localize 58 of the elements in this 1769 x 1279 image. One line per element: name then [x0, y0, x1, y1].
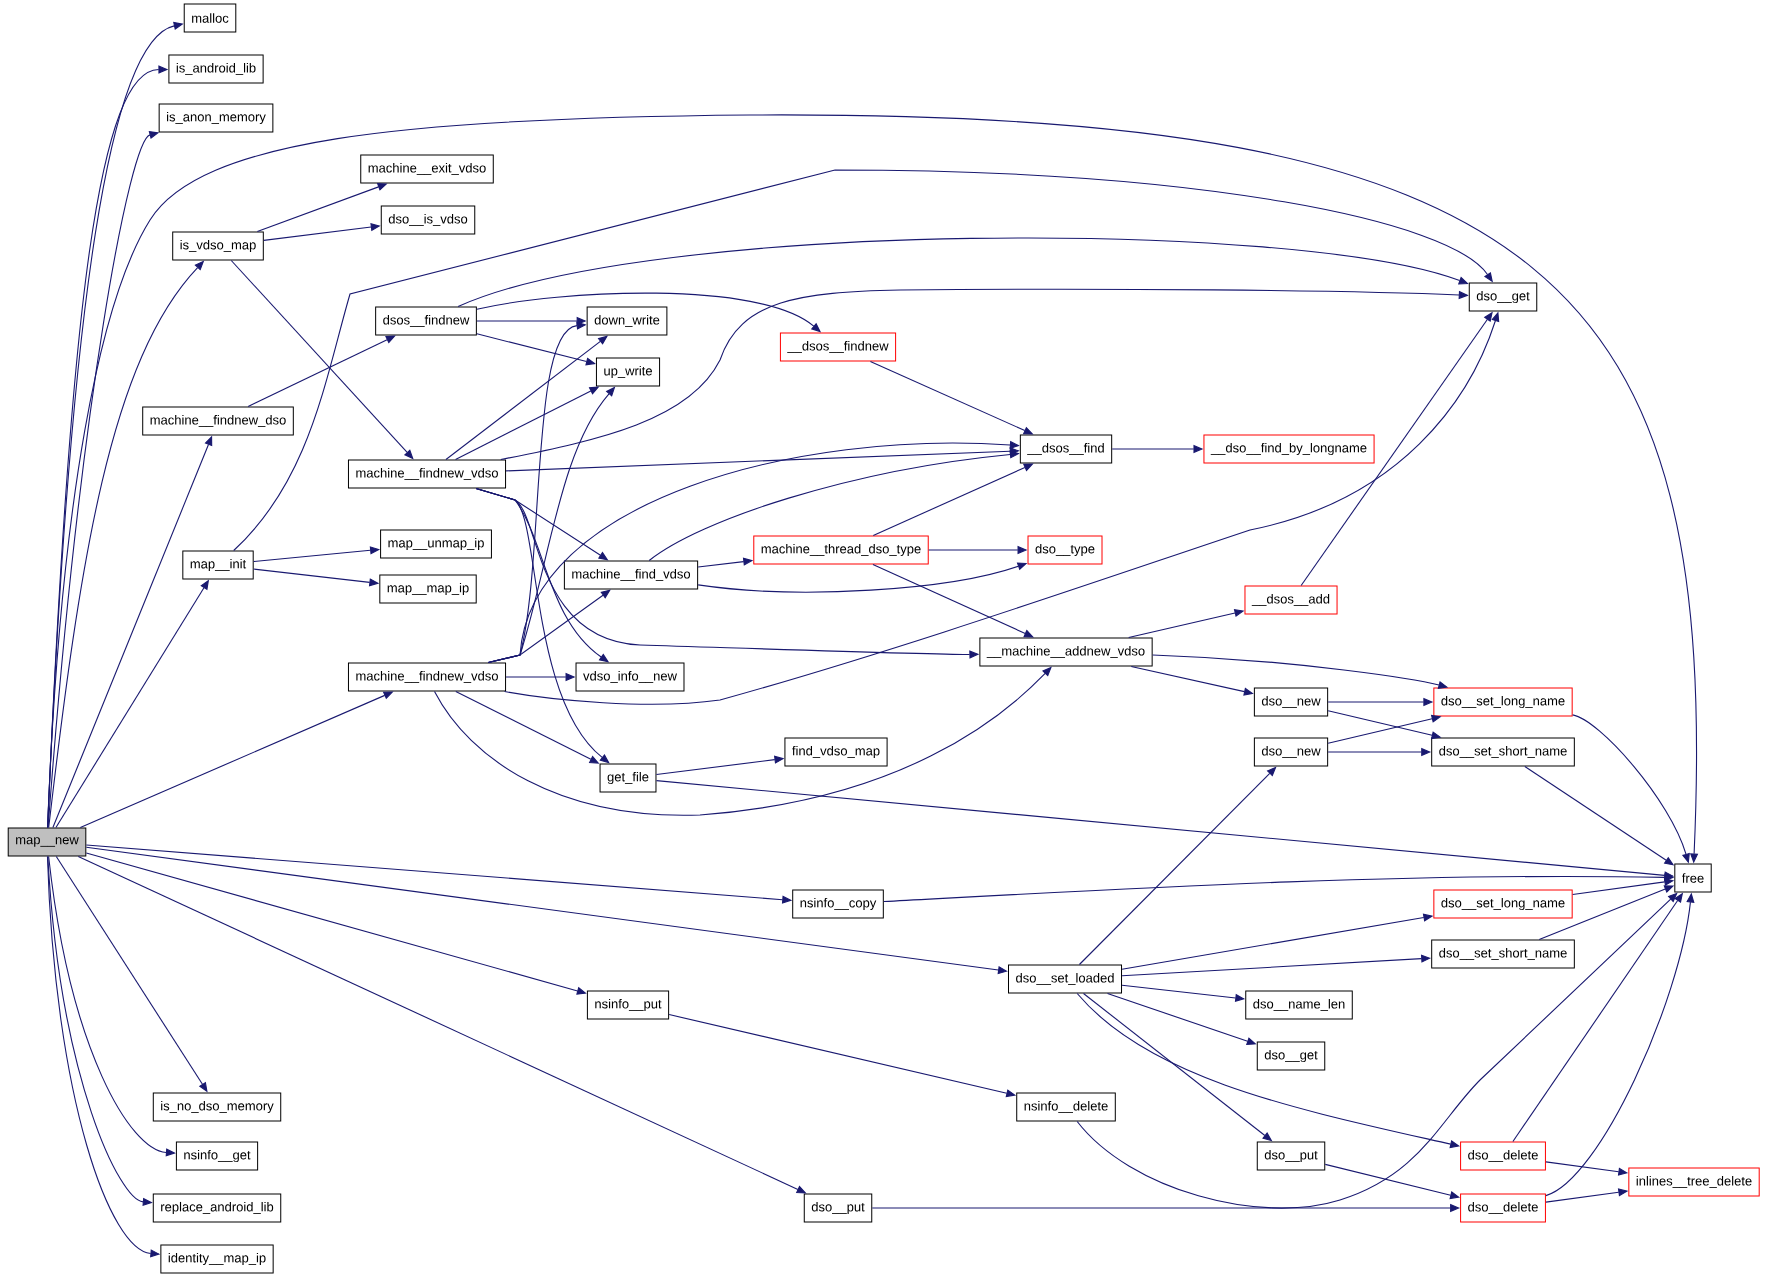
arrow — [1076, 892, 1678, 1209]
function-box: free — [1674, 863, 1712, 893]
function-box: dso__put — [1256, 1141, 1326, 1171]
function-box: machine__findnew_dso — [142, 406, 294, 436]
function-box: machine__findnew_vdso — [347, 459, 507, 489]
function-box: nsinfo__copy — [792, 889, 884, 919]
function-box: map__unmap_ip — [380, 529, 492, 559]
function-box: dso__set_long_name — [1433, 687, 1573, 717]
function-box: inlines__tree_delete — [1628, 1167, 1760, 1197]
function-box: replace_android_lib — [152, 1193, 282, 1223]
function-box: machine__exit_vdso — [360, 154, 494, 184]
function-box: __dsos__add — [1244, 585, 1338, 615]
function-box: is_anon_memory — [158, 103, 274, 133]
function-box: identity__map_ip — [160, 1244, 274, 1274]
function-box: dso__is_vdso — [380, 205, 476, 235]
function-box: dso__type — [1027, 535, 1103, 565]
function-box: nsinfo__get — [175, 1141, 259, 1171]
function-box: dso__set_long_name — [1433, 889, 1573, 919]
function-box: down_write — [586, 306, 668, 336]
arrow — [247, 335, 396, 408]
function-box: __machine__addnew_vdso — [979, 637, 1153, 667]
function-box: machine__findnew_vdso — [347, 662, 507, 692]
function-box: __dsos__find — [1019, 434, 1113, 464]
function-box: dso__delete — [1460, 1193, 1546, 1223]
function-box: is_vdso_map — [172, 231, 264, 261]
function-box: vdso_info__new — [575, 662, 685, 692]
arrow — [233, 169, 1493, 552]
function-box: __dso__find_by_longname — [1203, 434, 1375, 464]
arrow — [487, 589, 611, 664]
function-box: map__new — [7, 827, 87, 857]
function-box: dso__new — [1253, 687, 1329, 717]
function-box: nsinfo__put — [586, 990, 670, 1020]
function-box: find_vdso_map — [784, 737, 888, 767]
function-box: machine__find_vdso — [563, 560, 699, 590]
function-box: dso__get — [1468, 282, 1538, 312]
function-box: dso__set_short_name — [1431, 939, 1575, 969]
function-box: __dsos__findnew — [779, 332, 897, 362]
arrow — [476, 333, 596, 366]
function-box: dso__set_short_name — [1431, 737, 1575, 767]
function-box: malloc — [183, 3, 237, 33]
function-box: dso__set_loaded — [1008, 964, 1123, 994]
function-box: dsos__findnew — [375, 306, 477, 336]
function-box: dso__name_len — [1245, 990, 1353, 1020]
function-box: up_write — [595, 357, 661, 387]
function-box: map__init — [182, 550, 254, 580]
arrow — [475, 487, 610, 764]
arrow — [872, 563, 1034, 638]
function-box: nsinfo__delete — [1016, 1092, 1116, 1122]
function-box: dso__new — [1253, 737, 1329, 767]
function-box: dso__delete — [1460, 1141, 1546, 1171]
function-box: dso__get — [1256, 1041, 1326, 1071]
function-box: is_no_dso_memory — [152, 1092, 282, 1122]
arrow — [85, 852, 587, 995]
function-box: machine__thread_dso_type — [753, 535, 929, 565]
function-box: dso__put — [803, 1193, 873, 1223]
function-box: get_file — [599, 763, 657, 793]
function-box: map__map_ip — [379, 574, 477, 604]
function-box: is_android_lib — [168, 54, 264, 84]
